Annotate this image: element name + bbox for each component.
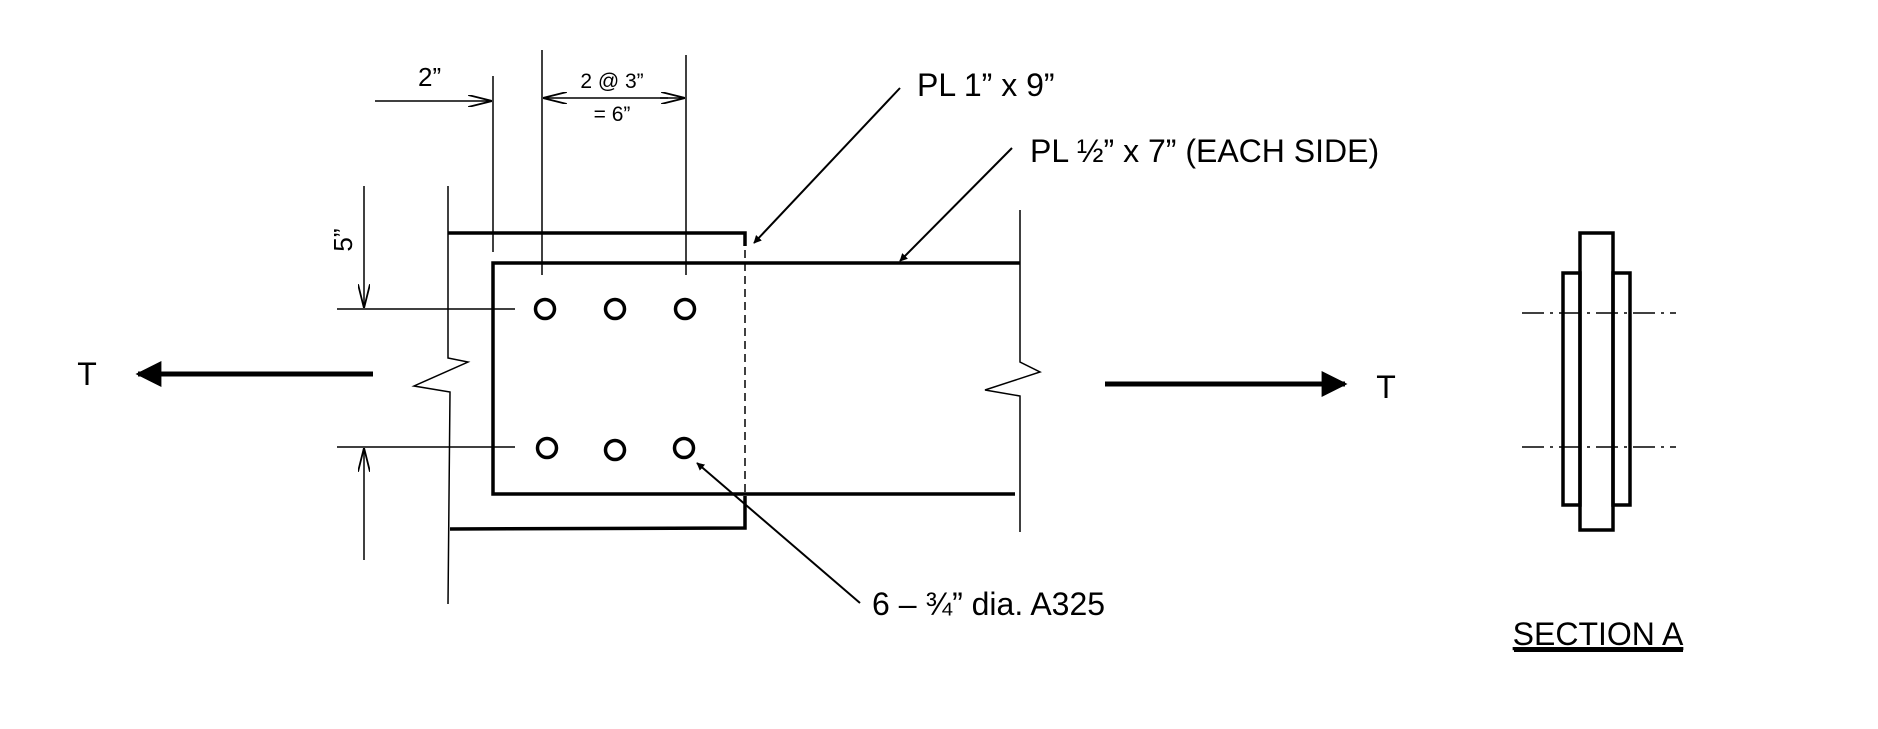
- bolts-leader: [696, 462, 861, 604]
- section-a-view: [1561, 231, 1632, 532]
- plate-splice-leader: [899, 147, 1013, 262]
- bolt-hole: [533, 297, 557, 321]
- leader-lines: [696, 87, 1013, 604]
- bolt-spacing-dimension: [541, 50, 687, 275]
- bolt-spacing-label: 2 @ 3”: [580, 70, 643, 93]
- bolts-label: 6 – ¾” dia. A325: [872, 586, 1105, 622]
- gage-label: 5”: [328, 228, 358, 251]
- tension-label-right: T: [1376, 369, 1396, 405]
- section-title: SECTION A: [1513, 616, 1684, 652]
- section-splice-plate-right: [1611, 271, 1632, 507]
- edge-distance-dimension: [375, 76, 494, 252]
- gage-dimension: [337, 186, 515, 560]
- edge-distance-label: 2”: [418, 62, 441, 92]
- left-break-line: [411, 186, 471, 605]
- section-bolt-centerlines: [1522, 312, 1676, 448]
- splice-plate: [491, 261, 1020, 496]
- right-break-line: [984, 210, 1042, 532]
- bolt-hole: [535, 436, 559, 460]
- tension-label-left: T: [77, 356, 97, 392]
- plate-splice-label: PL ½” x 7” (EACH SIDE): [1030, 133, 1379, 169]
- main-plate: [448, 231, 747, 531]
- section-main-plate: [1578, 231, 1615, 532]
- bolt-hole: [603, 297, 627, 321]
- bolt-group: [533, 297, 697, 462]
- plate-main-leader: [753, 87, 901, 244]
- plate-main-label: PL 1” x 9”: [917, 67, 1055, 103]
- bolt-hole: [603, 438, 627, 462]
- section-splice-plate-left: [1561, 271, 1582, 507]
- bolt-spacing-total-label: = 6”: [594, 103, 631, 126]
- bolt-hole: [673, 297, 697, 321]
- bolt-hole: [672, 436, 696, 460]
